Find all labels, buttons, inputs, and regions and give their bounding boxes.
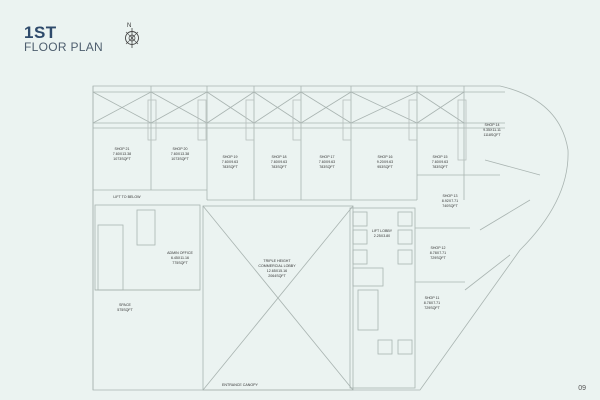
svg-text:1073SQFT: 1073SQFT — [113, 157, 131, 161]
svg-text:9.20X9.63: 9.20X9.63 — [377, 160, 393, 164]
north-arrow-compass-icon: N — [120, 20, 144, 55]
svg-text:7.60X13.38: 7.60X13.38 — [171, 152, 189, 156]
lift-to-below-label: LIFT TO BELOW — [113, 195, 141, 199]
svg-text:8.78X7.71: 8.78X7.71 — [424, 301, 440, 305]
svg-text:SHOP 11: SHOP 11 — [425, 296, 440, 300]
svg-text:783SQFT: 783SQFT — [319, 165, 335, 169]
svg-text:COMMERCIAL LOBBY: COMMERCIAL LOBBY — [258, 264, 296, 268]
svg-text:7.60X9.63: 7.60X9.63 — [432, 160, 448, 164]
svg-text:1073SQFT: 1073SQFT — [171, 157, 189, 161]
svg-text:12.65X15.16: 12.65X15.16 — [267, 269, 287, 273]
svg-text:SHOP 12: SHOP 12 — [430, 246, 445, 250]
svg-text:9.35X11.11: 9.35X11.11 — [483, 128, 501, 132]
svg-text:SHOP 20: SHOP 20 — [172, 147, 187, 151]
svg-text:729SQFT: 729SQFT — [430, 256, 446, 260]
svg-text:575SQFT: 575SQFT — [117, 308, 133, 312]
svg-text:7.60X9.63: 7.60X9.63 — [222, 160, 238, 164]
svg-text:8.92X7.71: 8.92X7.71 — [442, 199, 458, 203]
svg-text:7.60X13.38: 7.60X13.38 — [113, 152, 131, 156]
svg-text:2.25X3.80: 2.25X3.80 — [374, 234, 390, 238]
svg-text:729SQFT: 729SQFT — [424, 306, 440, 310]
lift-lobby-label: LIFT LOBBY — [372, 229, 393, 233]
svg-text:783SQFT: 783SQFT — [271, 165, 287, 169]
svg-text:8.78X7.71: 8.78X7.71 — [430, 251, 446, 255]
svg-text:953SQFT: 953SQFT — [377, 165, 393, 169]
svg-text:SHOP 17: SHOP 17 — [319, 155, 334, 159]
svg-text:SHOP 15: SHOP 15 — [432, 155, 447, 159]
svg-text:SPACE: SPACE — [119, 303, 132, 307]
svg-text:SHOP 18: SHOP 18 — [271, 155, 286, 159]
floor-plan-title: 1ST FLOOR PLAN — [24, 24, 103, 54]
svg-text:TRIPLE HEIGHT: TRIPLE HEIGHT — [263, 259, 291, 263]
svg-text:ADMIN OFFICE: ADMIN OFFICE — [167, 251, 193, 255]
svg-text:7.60X9.63: 7.60X9.63 — [271, 160, 287, 164]
svg-text:N: N — [127, 23, 131, 29]
svg-text:740SQFT: 740SQFT — [442, 204, 458, 208]
title-floor-plan: FLOOR PLAN — [24, 40, 104, 54]
svg-text:SHOP 21: SHOP 21 — [114, 147, 129, 151]
svg-text:SHOP 14: SHOP 14 — [484, 123, 499, 127]
svg-text:6.45X11.16: 6.45X11.16 — [171, 256, 189, 260]
svg-text:2064SQFT: 2064SQFT — [268, 274, 286, 278]
svg-text:7.60X9.63: 7.60X9.63 — [319, 160, 335, 164]
title-floor-number: 1ST — [24, 23, 57, 42]
svg-text:1118SQFT: 1118SQFT — [483, 133, 501, 137]
svg-text:SHOP 19: SHOP 19 — [222, 155, 237, 159]
svg-text:SHOP 13: SHOP 13 — [442, 194, 457, 198]
entrance-canopy-label: ENTRANCE CANOPY — [222, 383, 259, 387]
page-number: 09 — [578, 385, 586, 392]
svg-text:SHOP 16: SHOP 16 — [377, 155, 392, 159]
svg-text:775SQFT: 775SQFT — [172, 261, 188, 265]
svg-text:783SQFT: 783SQFT — [222, 165, 238, 169]
svg-text:783SQFT: 783SQFT — [432, 165, 448, 169]
